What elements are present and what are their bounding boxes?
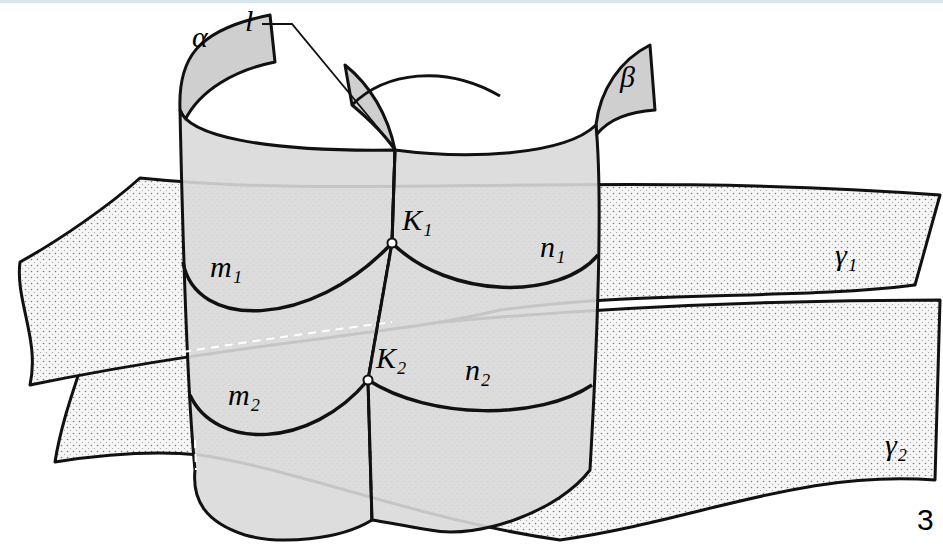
page-number: 3 [917,503,934,536]
surface-beta-rim [352,76,500,105]
plane-label: γ₂ [885,428,907,461]
hidden-edge [195,440,196,470]
surface-beta-back [345,65,395,150]
surface-beta [368,125,599,532]
surface-label: α [192,20,208,53]
point-k2 [364,376,373,385]
surface-beta-inner [596,45,655,135]
intersection-line-l [392,150,395,243]
point-label: K₂ [376,341,406,374]
hidden-edge [183,322,392,352]
curve-m2 [190,380,368,435]
curve-n1 [392,243,598,287]
top-bar [0,0,943,3]
surface-alpha [180,110,395,540]
line-label: l [245,4,253,37]
curve-label: m₂ [228,378,260,411]
curve-label: m₁ [210,250,242,283]
curve-label: n₁ [540,230,565,263]
point-label: K₁ [402,203,432,236]
curve-label: n₂ [465,353,490,386]
surface-alpha-inner [180,15,275,120]
surface-label: β [620,60,635,93]
plane-label: γ₁ [835,238,857,271]
point-k1 [388,239,397,248]
curve-m1 [183,243,392,311]
leader-line [262,24,393,146]
